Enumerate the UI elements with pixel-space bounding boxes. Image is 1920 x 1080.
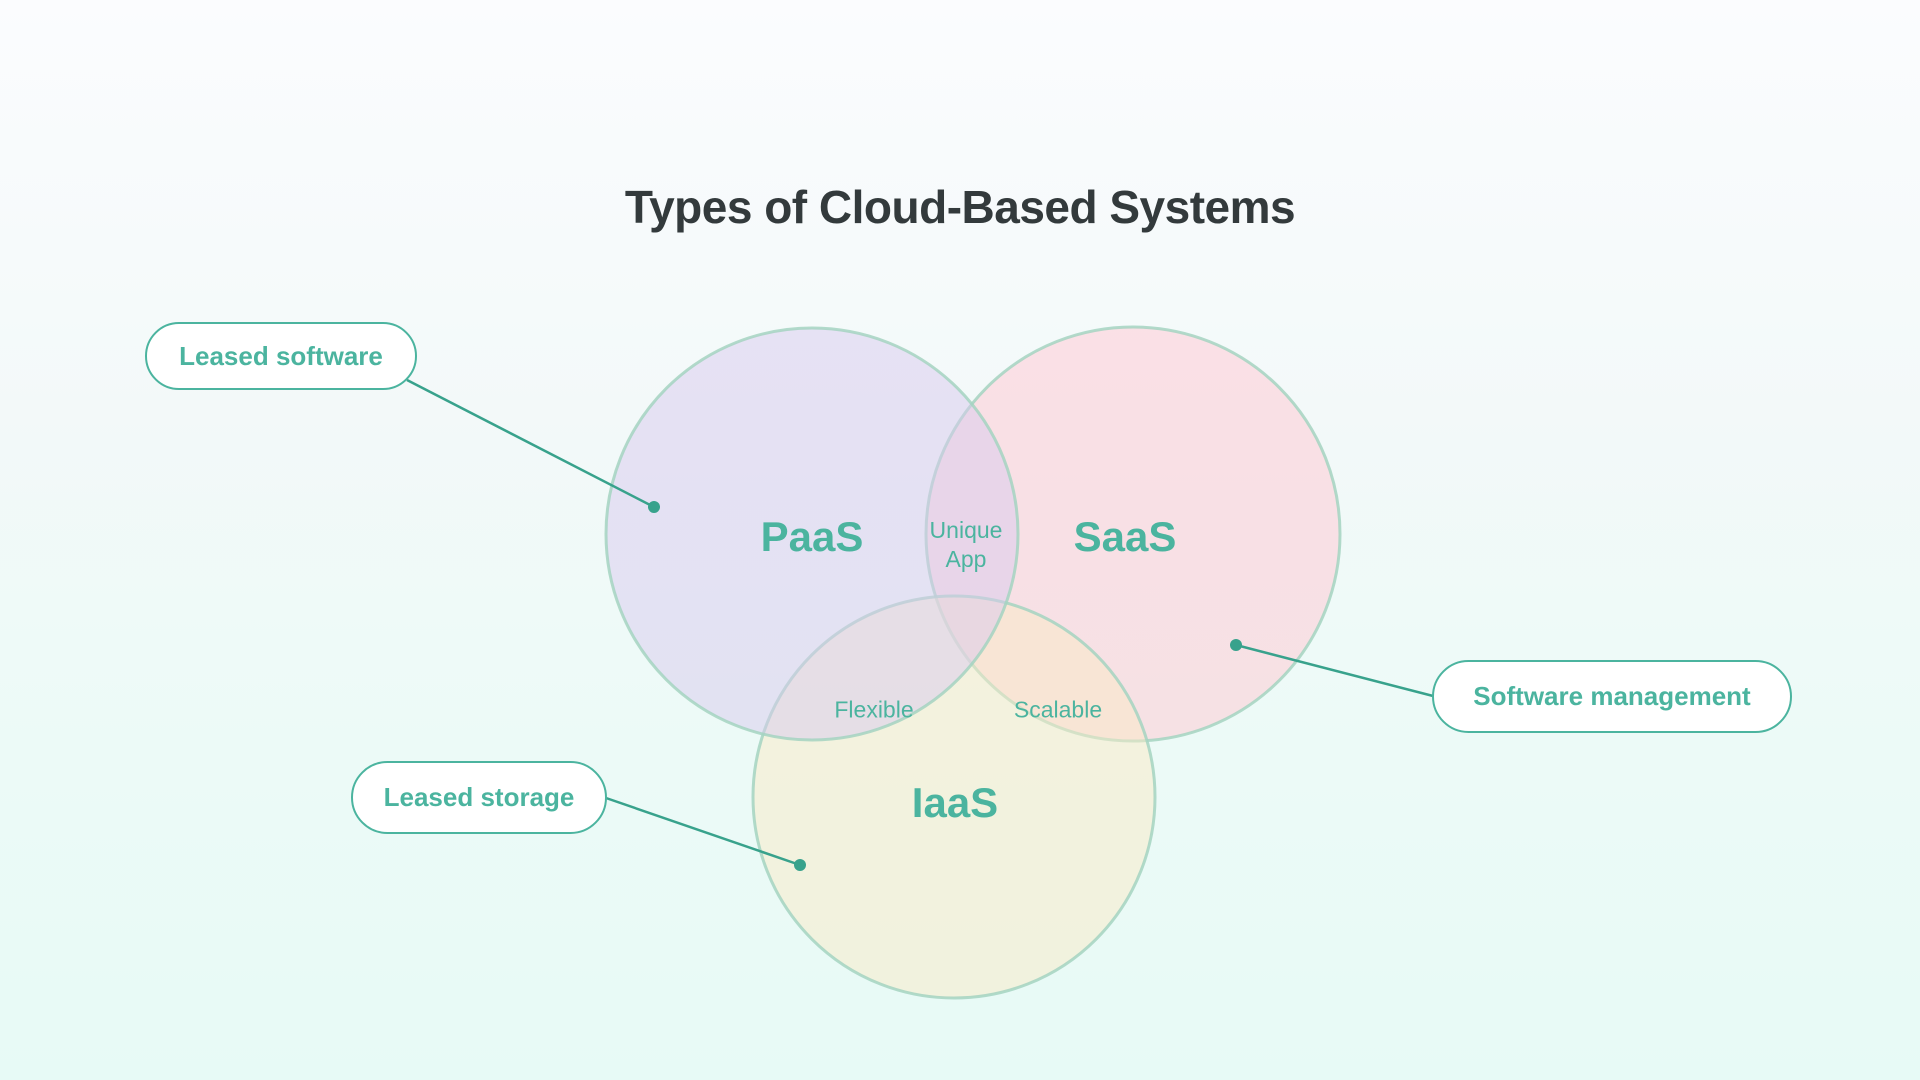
- page-title: Types of Cloud-Based Systems: [624, 181, 1296, 233]
- leased-storage-callout-line: [605, 796, 801, 867]
- leased-storage-callout-label: Leased storage: [383, 782, 575, 812]
- paas-set-label: PaaS: [760, 513, 864, 560]
- leased-software-callout-label: Leased software: [179, 340, 383, 371]
- leased-software-callout-dot: [648, 501, 660, 513]
- software-management-callout-label: Software management: [1473, 681, 1751, 711]
- leased-storage-callout-dot: [794, 859, 806, 871]
- paas-saas-overlap-label: Unique App: [929, 517, 1003, 572]
- saas-iaas-overlap-label: Scalable: [1013, 696, 1103, 723]
- paas-iaas-overlap-label: Flexible: [834, 696, 914, 723]
- leased-storage-callout-pill: Leased storage: [351, 761, 607, 834]
- software-management-callout-pill: Software management: [1432, 660, 1792, 733]
- software-management-callout-line: [1235, 643, 1438, 699]
- saas-set-label: SaaS: [1073, 513, 1177, 560]
- leased-software-callout-pill: Leased software: [145, 322, 417, 390]
- leased-software-callout-line: [406, 378, 655, 509]
- software-management-callout-dot: [1230, 639, 1242, 651]
- paas-circle: [604, 326, 1020, 742]
- iaas-set-label: IaaS: [911, 779, 999, 826]
